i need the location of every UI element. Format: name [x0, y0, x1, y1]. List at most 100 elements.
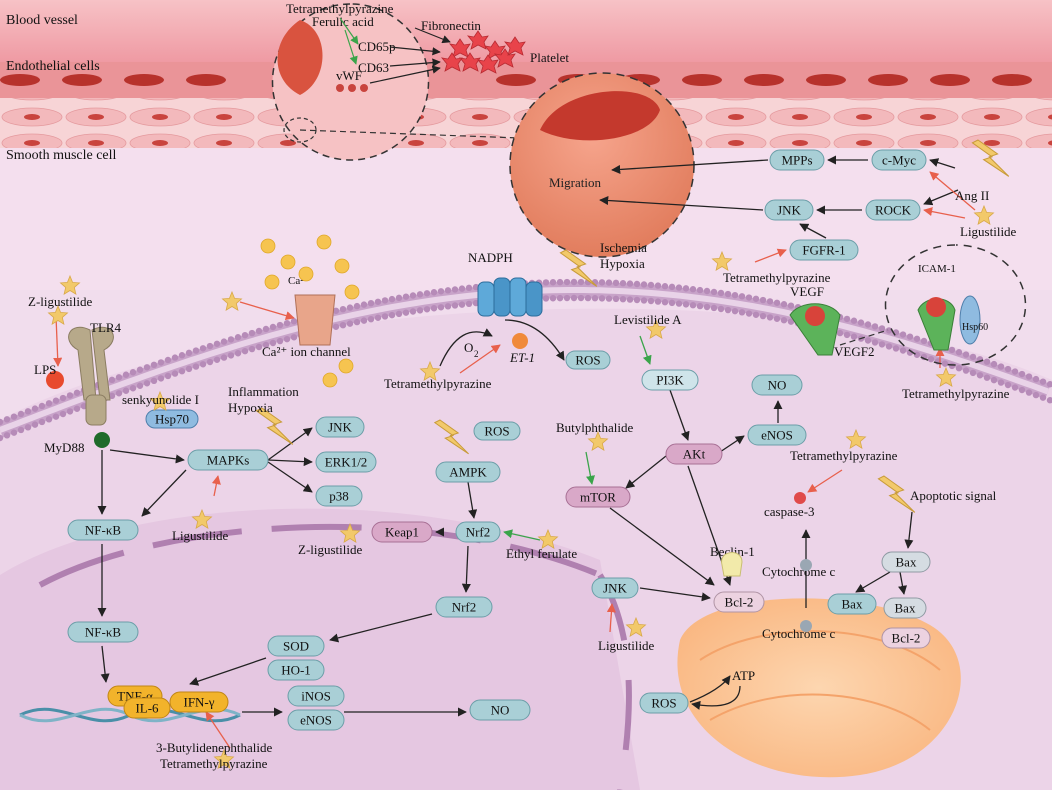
node-no-cyto: NO [751, 374, 803, 396]
label-cytochrome-c2: Cytochrome c [762, 626, 836, 641]
label-tmp-cyto: Tetramethylpyrazine [790, 448, 898, 463]
node-mapks: MAPKs [187, 449, 269, 471]
drug-star-icon [645, 318, 667, 339]
calcium-ion [264, 274, 280, 290]
icam-zoom [884, 244, 1027, 366]
svg-text:ROS: ROS [484, 424, 509, 439]
svg-text:FGFR-1: FGFR-1 [802, 243, 845, 258]
label-tmp-membrane: Tetramethylpyrazine [384, 376, 492, 391]
drug-star-icon [711, 250, 733, 271]
tlr4-receptor [46, 326, 114, 426]
label-tmp-nucleus: Tetramethylpyrazine [160, 756, 268, 771]
label-ca-channel: Ca²⁺ ion channel [262, 344, 351, 359]
node-no-nuc: NO [469, 699, 531, 721]
label-nadph: NADPH [468, 250, 513, 265]
node-sod: SOD [267, 635, 325, 657]
calcium-ion [260, 238, 276, 254]
svg-text:Nrf2: Nrf2 [452, 600, 477, 615]
ischemia-lightning-icon [559, 249, 598, 287]
svg-text:JNK: JNK [603, 581, 627, 596]
label-ligustilide-cyto: Ligustilide [172, 528, 229, 543]
vessel-fibronectin: Fibronectin [421, 18, 481, 33]
svg-text:NO: NO [768, 378, 787, 393]
node-fgfr1: FGFR-1 [789, 239, 859, 261]
label-et1: ET-1 [509, 350, 535, 365]
node-rock: ROCK [865, 199, 921, 221]
svg-text:PI3K: PI3K [656, 373, 684, 388]
node-bax-3: Bax [883, 597, 927, 619]
label-z-ligustilide-cyto: Z-ligustilide [298, 542, 363, 557]
label-cytochrome-c: Cytochrome c [762, 564, 836, 579]
vessel-vwf: vWF [336, 68, 362, 83]
calcium-ion [344, 284, 360, 300]
nadph-oxidase [477, 277, 543, 349]
label-vegf: VEGF [790, 284, 824, 299]
svg-text:JNK: JNK [777, 203, 801, 218]
calcium-ion [338, 358, 354, 374]
calcium-ion [280, 254, 296, 270]
apoptotic-lightning-icon [877, 475, 916, 513]
label-apoptotic: Apoptotic signal [910, 488, 997, 503]
node-ho1: HO-1 [267, 659, 325, 681]
svg-text:SOD: SOD [283, 639, 309, 654]
node-ros-cyto: ROS [473, 421, 521, 441]
svg-text:ERK1/2: ERK1/2 [325, 455, 368, 470]
drug-star-icon [191, 508, 213, 529]
label-butylphthalide: Butylphthalide [556, 420, 634, 435]
svg-text:Bcl-2: Bcl-2 [892, 631, 921, 646]
svg-text:ROS: ROS [575, 353, 600, 368]
migration-cell [509, 72, 695, 258]
node-keap1: Keap1 [371, 521, 433, 543]
inflammation-lightning-icon [255, 407, 294, 445]
label-atp: ATP [732, 668, 755, 683]
drug-star-icon [59, 274, 81, 295]
platelet-cluster [441, 30, 526, 74]
vessel-cd65p: CD65p [358, 39, 396, 54]
label-ethyl-ferulate: Ethyl ferulate [506, 546, 577, 561]
vessel-tetramethylpyrazine: Tetramethylpyrazine [286, 1, 394, 16]
drug-star-icon [973, 204, 995, 225]
node-bcl2-b: Bcl-2 [881, 627, 931, 649]
ros-lightning-icon [433, 419, 469, 455]
node-c-myc: c-Myc [871, 149, 927, 171]
svg-text:NF-κB: NF-κB [85, 523, 121, 538]
node-nrf2-nuc: Nrf2 [435, 596, 493, 618]
cytochrome-dot-2 [800, 620, 812, 632]
label-ischemia: Ischemia [600, 240, 647, 255]
svg-text:Keap1: Keap1 [385, 525, 419, 540]
node-nfkb-nuc: NF-κB [67, 621, 139, 643]
label-beclin: Beclin-1 [710, 544, 755, 559]
label-endothelial-cells: Endothelial cells [6, 59, 100, 74]
calcium-ion [334, 258, 350, 274]
label-vegf2: VEGF2 [834, 344, 874, 359]
svg-text:IL-6: IL-6 [135, 701, 159, 716]
drug-star-icon [625, 616, 647, 637]
drug-star-icon [845, 428, 867, 449]
svg-text:c-Myc: c-Myc [882, 153, 916, 168]
node-mtor: mTOR [565, 486, 631, 508]
node-hsp70: Hsp70 [145, 409, 199, 429]
vessel-platelet: Platelet [530, 50, 569, 65]
migration-label: Migration [549, 175, 601, 190]
svg-text:NO: NO [491, 703, 510, 718]
svg-text:MAPKs: MAPKs [207, 453, 250, 468]
svg-text:Bax: Bax [895, 601, 916, 616]
label-ligustilide-mito: Ligustilide [598, 638, 655, 653]
label-icam1: ICAM-1 [918, 263, 956, 275]
node-ros-membrane: ROS [565, 350, 611, 370]
node-il6: IL-6 [123, 697, 171, 719]
svg-text:AKt: AKt [683, 447, 706, 462]
svg-text:Bax: Bax [896, 555, 917, 570]
node-inos: iNOS [287, 685, 345, 707]
svg-text:AMPK: AMPK [449, 465, 487, 480]
node-jnk-mito: JNK [591, 577, 639, 599]
label-tmp-migration: Tetramethylpyrazine [723, 270, 831, 285]
svg-text:iNOS: iNOS [301, 689, 331, 704]
label-o2: O [464, 340, 473, 355]
node-bax-1: Bax [881, 551, 931, 573]
label-butylidene: 3-Butylidenephthalide [156, 740, 272, 755]
node-enos-cyto: eNOS [747, 424, 807, 446]
drug-star-icon [935, 366, 957, 387]
label-senkyunolide: senkyunolide I [122, 392, 199, 407]
vegf-receptor [789, 303, 841, 356]
